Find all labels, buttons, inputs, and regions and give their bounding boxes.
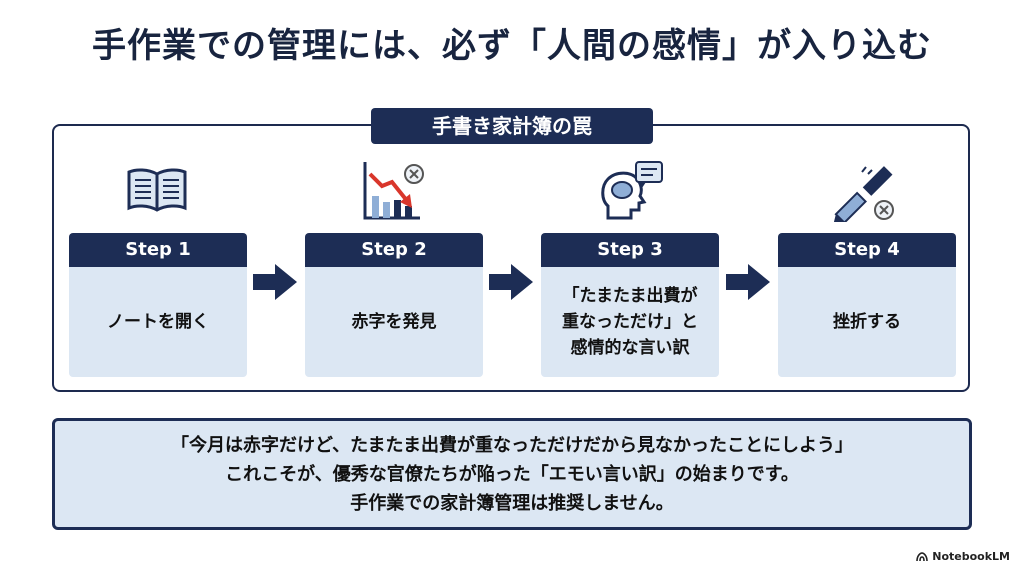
step-text-line: ノートを開く	[107, 312, 209, 332]
arrow-right-icon	[253, 264, 297, 300]
arrow-right-icon	[489, 264, 533, 300]
step-text-line: 「たまたま出費が	[562, 286, 698, 306]
step-card-2: Step 2 赤字を発見	[305, 233, 483, 377]
arrow-right-icon	[726, 264, 770, 300]
step-heading: Step 4	[778, 233, 956, 267]
step-card-4: Step 4 挫折する	[778, 233, 956, 377]
step-card-3: Step 3 「たまたま出費が 重なっただけ」と 感情的な言い訳	[541, 233, 719, 377]
step-description: 挫折する	[778, 267, 956, 377]
step-heading: Step 1	[69, 233, 247, 267]
step-description: ノートを開く	[69, 267, 247, 377]
brand-name: NotebookLM	[932, 550, 1010, 563]
step-text-line: 挫折する	[833, 312, 901, 332]
step-description: 赤字を発見	[305, 267, 483, 377]
step-text-line: 重なっただけ」と	[562, 312, 698, 332]
step-text-line: 赤字を発見	[351, 312, 437, 332]
note-line-1: 「今月は赤字だけど、たまたま出費が重なっただけだから見なかったことにしよう」	[170, 434, 854, 456]
broken-pen-icon	[834, 166, 894, 222]
thinking-head-icon	[601, 161, 663, 220]
frame-label: 手書き家計簿の罠	[371, 108, 653, 144]
open-book-icon	[127, 168, 187, 212]
step-description: 「たまたま出費が 重なっただけ」と 感情的な言い訳	[541, 267, 719, 377]
declining-chart-icon	[363, 162, 424, 220]
page-title: 手作業での管理には、必ず「人間の感情」が入り込む	[92, 26, 932, 66]
step-heading: Step 2	[305, 233, 483, 267]
note-line-3: 手作業での家計簿管理は推奨しません。	[350, 492, 674, 514]
step-card-1: Step 1 ノートを開く	[69, 233, 247, 377]
step-text-line: 感情的な言い訳	[570, 338, 690, 358]
note-line-2: これこそが、優秀な官僚たちが陥った「エモい言い訳」の始まりです。	[225, 463, 799, 485]
step-heading: Step 3	[541, 233, 719, 267]
notebooklm-logo-icon	[916, 551, 929, 561]
summary-note: 「今月は赤字だけど、たまたま出費が重なっただけだから見なかったことにしよう」 こ…	[52, 418, 972, 530]
brand-watermark: NotebookLM	[916, 550, 1010, 563]
